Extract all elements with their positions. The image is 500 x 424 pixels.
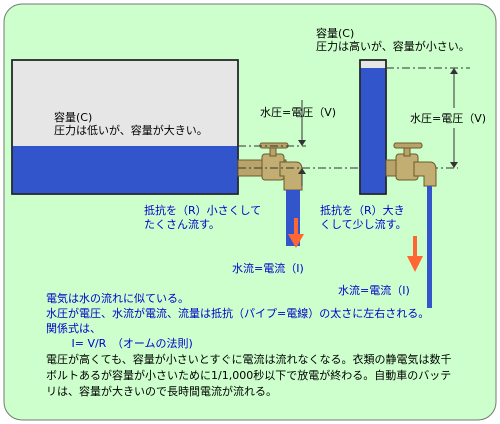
right-tank-water (360, 68, 386, 194)
left-current-arrow (288, 218, 304, 248)
note-line-1: 電気は水の流れに似ている。 (46, 292, 189, 305)
right-pressure-dimension (450, 68, 458, 168)
right-current-arrow (407, 236, 423, 272)
left-resistance-line2: たくさん流す。 (144, 218, 220, 231)
note-line-4: I= V/R （オームの法則) (46, 337, 193, 350)
right-faucet (385, 142, 437, 187)
note-line-7: リは、容量が大きいので長時間電流が流れる。 (46, 385, 277, 398)
left-tank (11, 59, 239, 195)
note-line-3: 関係式は、 (46, 322, 101, 335)
right-current-label: 水流=電流（I) (338, 284, 410, 297)
left-pressure-label: 水圧=電圧（V) (260, 106, 337, 119)
right-tank (359, 59, 387, 195)
left-tank-title: 容量(C) (54, 111, 93, 124)
note-line-5: 電圧が高くても、容量が小さいとすぐに電流は流れなくなる。衣類の静電気は数千 (46, 353, 452, 366)
right-pressure-label: 水圧=電圧（V) (410, 112, 487, 125)
note-line-2: 水圧が電圧、水流が電流、流量は抵抗（パイプ=電線）の太さに左右される。 (46, 307, 430, 320)
right-tank-title: 容量(C) (316, 27, 355, 40)
right-resistance-line1: 抵抗を（R）大き (320, 204, 405, 217)
left-resistance-line1: 抵抗を（R）小さくして (144, 204, 262, 217)
right-tank-desc: 圧力は高いが、容量が小さい。 (316, 40, 470, 53)
right-water-stream (427, 186, 432, 308)
note-line-6: ボルトあるが容量が小さいために1/1,000秒以下で放電が終わる。自動車のバッテ (46, 369, 452, 382)
left-pressure-dimension (298, 100, 306, 186)
left-current-label: 水流=電流（I) (232, 262, 304, 275)
left-tank-water (12, 146, 238, 194)
left-tank-desc: 圧力は低いが、容量が大きい。 (54, 124, 208, 137)
right-resistance-line2: くして少し流す。 (320, 218, 407, 231)
